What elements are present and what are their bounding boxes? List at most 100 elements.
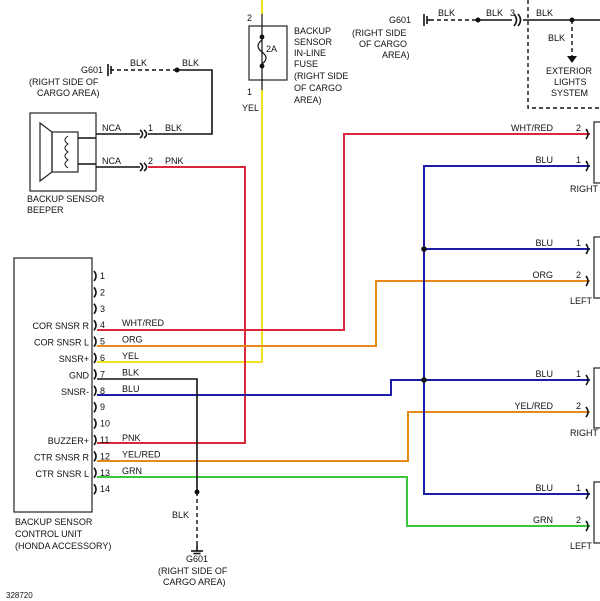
wire-label: BLK [172, 510, 189, 520]
wire-wht-red [97, 133, 590, 331]
pin-bracket [93, 401, 97, 413]
pin-bracket [585, 243, 589, 255]
splice-dot [475, 17, 481, 23]
cu-pin-number: 1 [100, 271, 105, 281]
cu-pin-number: 6 [100, 353, 105, 363]
control-unit-box [13, 257, 93, 513]
ground-location: CARGO AREA) [163, 577, 226, 587]
cu-pin-name: CTR SNSR L [35, 469, 89, 479]
ground-location: (RIGHT SIDE [352, 28, 406, 38]
cu-pin-number: 7 [100, 369, 105, 379]
pin-name: NCA [102, 123, 121, 133]
sensor-pin-number: 2 [576, 515, 581, 525]
cu-pin-number: 9 [100, 402, 105, 412]
exterior-label: SYSTEM [551, 88, 588, 98]
fuse-label: (RIGHT SIDE [294, 71, 348, 81]
wire-label: BLK [548, 33, 565, 43]
wire-yel [97, 90, 263, 363]
fuse-label: AREA) [294, 95, 322, 105]
exterior-lights-box [527, 0, 600, 109]
pin-bracket [93, 483, 97, 495]
wire-blk-gnd [97, 378, 198, 492]
cu-pin-name: BUZZER+ [48, 436, 89, 446]
pin-bracket [93, 270, 97, 282]
sensor-pin-number: 2 [576, 123, 581, 133]
pin-bracket [93, 467, 97, 479]
ground-id: G601 [186, 554, 208, 564]
sensor-side-label: LEFT [570, 296, 593, 306]
sensor-wire-label: BLU [535, 483, 553, 493]
wire-blu-bus [423, 165, 590, 495]
cu-pin-name: SNSR- [61, 387, 89, 397]
fuse-box [248, 25, 288, 81]
splice-dot [421, 377, 427, 383]
cu-wire-label: GRN [122, 466, 142, 476]
connector-bracket [517, 13, 522, 27]
wire-blu [97, 379, 590, 396]
ground-location: CARGO AREA) [37, 88, 100, 98]
pin-bracket [93, 336, 97, 348]
pin-bracket [93, 385, 97, 397]
cu-pin-number: 4 [100, 320, 105, 330]
pin-bracket [93, 303, 97, 315]
beeper-label: BEEPER [27, 205, 64, 215]
sensor-connector [593, 121, 600, 184]
wire-org [97, 280, 590, 347]
pin-bracket [93, 418, 97, 430]
fuse-label: BACKUP [294, 26, 331, 36]
splice-dot [194, 489, 200, 495]
beeper-coil-box [51, 131, 79, 173]
pin-bracket [585, 488, 589, 500]
connector-bracket [513, 13, 518, 27]
fuse-element [257, 39, 267, 65]
arrow-down [567, 56, 577, 63]
connector-bracket [139, 129, 144, 139]
wire-blk-beeper [148, 69, 213, 135]
ground-symbol [107, 64, 114, 76]
pin-bracket [585, 275, 589, 287]
connector-bracket [143, 162, 148, 172]
ground-symbol [191, 545, 203, 555]
cu-pin-number: 5 [100, 337, 105, 347]
pin-name: NCA [102, 156, 121, 166]
fuse-label: SENSOR [294, 37, 333, 47]
cu-pin-number: 13 [100, 468, 110, 478]
splice-dot [421, 246, 427, 252]
pin-bracket [585, 160, 589, 172]
cu-pin-number: 11 [100, 435, 109, 445]
wire-label: BLK [438, 8, 455, 18]
sensor-connector [593, 236, 600, 299]
wire-pnk [97, 166, 246, 444]
pin-bracket [585, 520, 589, 532]
cu-pin-name: COR SNSR R [32, 321, 89, 331]
splice-dot [174, 67, 180, 73]
control-unit-label: CONTROL UNIT [15, 529, 83, 539]
wire-label: BLK [130, 58, 147, 68]
ground-location: (RIGHT SIDE OF [29, 77, 99, 87]
sensor-wire-label: BLU [535, 238, 553, 248]
cu-wire-label: YEL/RED [122, 449, 161, 459]
sensor-side-label: LEFT [570, 541, 593, 551]
pin-bracket [93, 286, 97, 298]
sensor-wire-label: WHT/RED [511, 123, 553, 133]
exterior-label: LIGHTS [554, 77, 587, 87]
wire-label: PNK [165, 156, 184, 166]
cu-wire-label: BLK [122, 367, 139, 377]
cu-wire-label: YEL [122, 351, 139, 361]
pin-bracket [585, 128, 589, 140]
sensor-connectors [585, 121, 600, 544]
cu-pin-number: 8 [100, 386, 105, 396]
ground-symbol [423, 14, 430, 26]
control-unit-label: BACKUP SENSOR [15, 517, 93, 527]
beeper-coil [64, 135, 69, 169]
exterior-label: EXTERIOR [546, 66, 593, 76]
wire-label: BLK [536, 8, 553, 18]
cu-wire-label: ORG [122, 335, 143, 345]
sensor-wire-label: BLU [535, 369, 553, 379]
fuse-label: IN-LINE [294, 48, 326, 58]
sensor-pin-number: 2 [576, 270, 581, 280]
cu-wire-label: PNK [122, 433, 141, 443]
pin-number: 2 [247, 13, 252, 23]
pin-number: 3 [510, 8, 515, 18]
